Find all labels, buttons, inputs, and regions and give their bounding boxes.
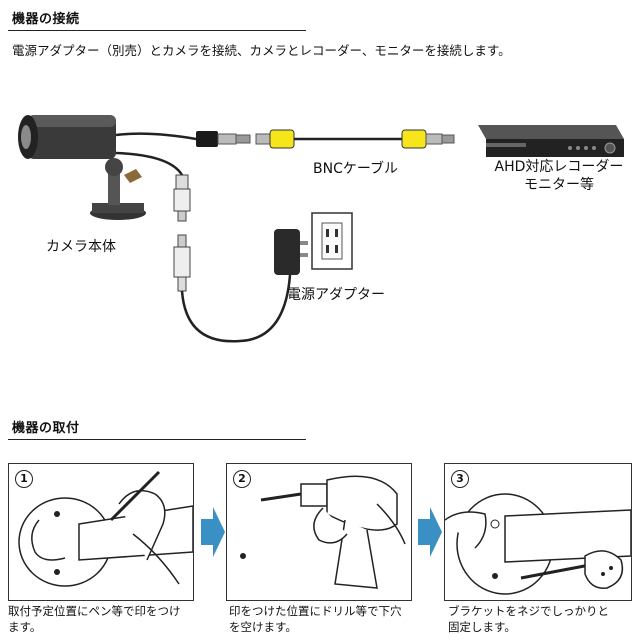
camera-video-cable <box>115 132 197 141</box>
recorder-device <box>478 125 624 157</box>
step-arrow-1-icon <box>201 507 225 557</box>
step-3-caption-line1: ブラケットをネジでしっかりと <box>448 604 609 618</box>
camera-bnc-connector <box>196 131 251 147</box>
step-2-number: 2 <box>233 470 251 488</box>
bnc-cable-label: BNCケーブル <box>313 161 399 177</box>
step-1-caption-line1: 取付予定位置にペン等で印をつけ <box>8 604 181 618</box>
step-1-illustration <box>18 470 193 587</box>
step-3-illustration <box>445 493 631 595</box>
step-2-caption: 印をつけた位置にドリル等で下穴 を空けます。 <box>229 603 429 635</box>
camera-body <box>18 115 116 159</box>
mounting-heading: 機器の取付 <box>12 421 80 436</box>
connection-intro: 電源アダプター（別売）とカメラを接続、カメラとレコーダー、モニターを接続します。 <box>12 43 511 58</box>
step-1-caption-line2: ます。 <box>8 620 42 634</box>
step-arrow-2-icon <box>418 507 442 557</box>
bnc-cable <box>255 129 455 149</box>
step-1-number: 1 <box>15 470 33 488</box>
step-3-panel: 3 <box>444 463 632 601</box>
mounting-heading-rule <box>8 439 306 440</box>
camera-label: カメラ本体 <box>46 239 116 255</box>
connection-heading-rule <box>8 30 306 31</box>
recorder-label-line1: AHD対応レコーダー <box>494 159 624 175</box>
step-2-illustration <box>240 475 406 589</box>
power-adapter-label: 電源アダプター <box>287 287 385 303</box>
connection-heading: 機器の接続 <box>12 12 80 27</box>
step-3-number: 3 <box>451 470 469 488</box>
camera-mount <box>90 158 146 220</box>
step-3-caption: ブラケットをネジでしっかりと 固定します。 <box>448 603 634 635</box>
camera-power-cable <box>115 151 184 176</box>
wall-outlet <box>311 212 353 270</box>
connection-diagram <box>18 115 624 343</box>
step-2-panel: 2 <box>226 463 412 601</box>
step-2-caption-line2: を空けます。 <box>229 620 297 634</box>
dc-plug-connector <box>173 234 191 292</box>
recorder-label: AHD対応レコーダー モニター等 <box>484 158 634 194</box>
power-adapter <box>274 229 308 275</box>
dc-jack-connector <box>173 174 191 222</box>
step-1-caption: 取付予定位置にペン等で印をつけ ます。 <box>8 603 208 635</box>
step-1-panel: 1 <box>8 463 194 601</box>
step-3-caption-line2: 固定します。 <box>448 620 516 634</box>
adapter-cable <box>180 274 292 343</box>
step-2-caption-line1: 印をつけた位置にドリル等で下穴 <box>229 604 402 618</box>
recorder-label-line2: モニター等 <box>524 177 594 193</box>
